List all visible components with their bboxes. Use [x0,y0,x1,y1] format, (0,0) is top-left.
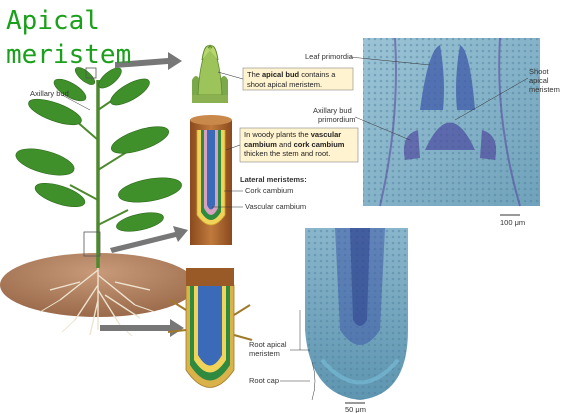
woody-callout-mid: and [277,140,294,149]
vascular-cambium-label: Vascular cambium [245,202,306,211]
root-cap-label: Root cap [249,376,279,385]
scale-bar-top-label: 100 μm [500,218,525,227]
root-apical-label-2: meristem [249,349,280,358]
root-apical-label-1: Root apical [249,340,287,349]
leaf-primordia-label: Leaf primordia [305,52,354,61]
woody-callout-text: In woody plants the vascular cambium and… [244,130,356,159]
woody-callout-bold-2: cork cambium [294,140,345,149]
lateral-meristems-label: Lateral meristems: [240,175,307,184]
shoot-apical-label-1: Shoot [529,67,550,76]
apical-callout-pre: The [247,70,262,79]
arrow-root [100,319,184,337]
shoot-apical-label-2: apical [529,76,549,85]
scale-bar-bottom-label: 50 μm [345,405,366,413]
apical-bud-drawing [192,45,228,103]
cork-cambium-label: Cork cambium [245,186,293,195]
apical-callout-text: The apical bud contains a shoot apical m… [247,70,351,89]
apical-callout-bold: apical bud [262,70,299,79]
page-title: Apical meristem [6,4,131,72]
shoot-apical-label-3: meristem [529,85,560,94]
woody-callout-post: thicken the stem and root. [244,149,330,158]
woody-stem-drawing [190,115,232,245]
root-micrograph [305,228,408,403]
axillary-bud-label: Axillary bud [30,89,69,98]
axillary-bud-primordium-label-2: primordium [318,115,356,124]
axillary-bud-primordium-label-1: Axillary bud [313,106,352,115]
title-line-2: meristem [6,38,131,72]
shoot-micrograph [363,38,540,215]
woody-callout-pre: In woody plants the [244,130,311,139]
title-line-1: Apical [6,4,131,38]
